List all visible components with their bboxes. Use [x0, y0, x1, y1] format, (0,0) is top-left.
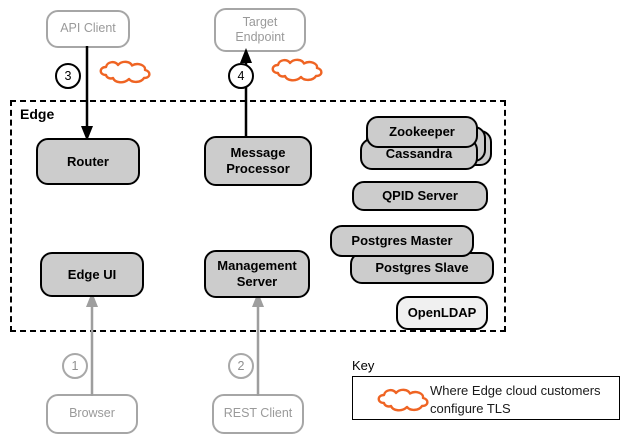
- cloud-icon: [377, 388, 429, 412]
- step-badge-3-number: 3: [64, 69, 72, 83]
- node-message-processor[interactable]: Message Processor: [204, 136, 312, 186]
- node-edge-ui-label: Edge UI: [67, 266, 117, 282]
- node-rest-client[interactable]: REST Client: [212, 394, 304, 434]
- edge-boundary-label: Edge: [20, 106, 55, 122]
- node-qpid-server-label: QPID Server: [382, 188, 458, 204]
- node-api-client-label: API Client: [60, 21, 116, 36]
- step-badge-4-number: 4: [237, 69, 245, 83]
- node-openldap-label: OpenLDAP: [407, 305, 477, 321]
- node-management-server[interactable]: Management Server: [204, 250, 310, 298]
- node-openldap[interactable]: OpenLDAP: [396, 296, 488, 330]
- step-badge-3[interactable]: 3: [55, 63, 81, 89]
- arrow-step-1: [86, 292, 98, 396]
- step-badge-4[interactable]: 4: [228, 63, 254, 89]
- node-browser-label: Browser: [69, 406, 115, 421]
- node-management-server-label: Management Server: [217, 258, 297, 289]
- node-postgres-slave[interactable]: Postgres Slave: [350, 252, 494, 284]
- step-badge-1[interactable]: 1: [62, 353, 88, 379]
- node-message-processor-label: Message Processor: [226, 145, 290, 176]
- cloud-icon: [271, 58, 323, 82]
- step-badge-1-number: 1: [71, 359, 79, 373]
- arrow-step-3: [81, 46, 93, 141]
- node-cassandra-label: Cassandra: [385, 146, 453, 162]
- step-badge-2-number: 2: [237, 359, 245, 373]
- node-target-endpoint[interactable]: Target Endpoint: [214, 8, 306, 52]
- node-rest-client-label: REST Client: [223, 406, 293, 421]
- node-api-client[interactable]: API Client: [46, 10, 130, 48]
- node-postgres-master-label: Postgres Master: [351, 233, 453, 249]
- cloud-icon: [99, 60, 151, 84]
- step-badge-2[interactable]: 2: [228, 353, 254, 379]
- node-postgres-slave-label: Postgres Slave: [375, 260, 469, 276]
- node-qpid-server[interactable]: QPID Server: [352, 181, 488, 211]
- node-target-endpoint-label: Target Endpoint: [235, 14, 285, 44]
- node-edge-ui[interactable]: Edge UI: [40, 252, 144, 297]
- node-router[interactable]: Router: [36, 138, 140, 185]
- node-router-label: Router: [67, 153, 109, 169]
- node-zookeeper[interactable]: Zookeeper: [366, 116, 478, 148]
- node-zookeeper-label: Zookeeper: [389, 124, 455, 140]
- node-postgres-master[interactable]: Postgres Master: [330, 225, 474, 257]
- key-title: Key: [352, 358, 375, 373]
- key-box: [352, 376, 620, 420]
- node-browser[interactable]: Browser: [46, 394, 138, 434]
- key-entry-label: Where Edge cloud customers configure TLS: [430, 383, 601, 416]
- arrow-step-2: [252, 292, 264, 396]
